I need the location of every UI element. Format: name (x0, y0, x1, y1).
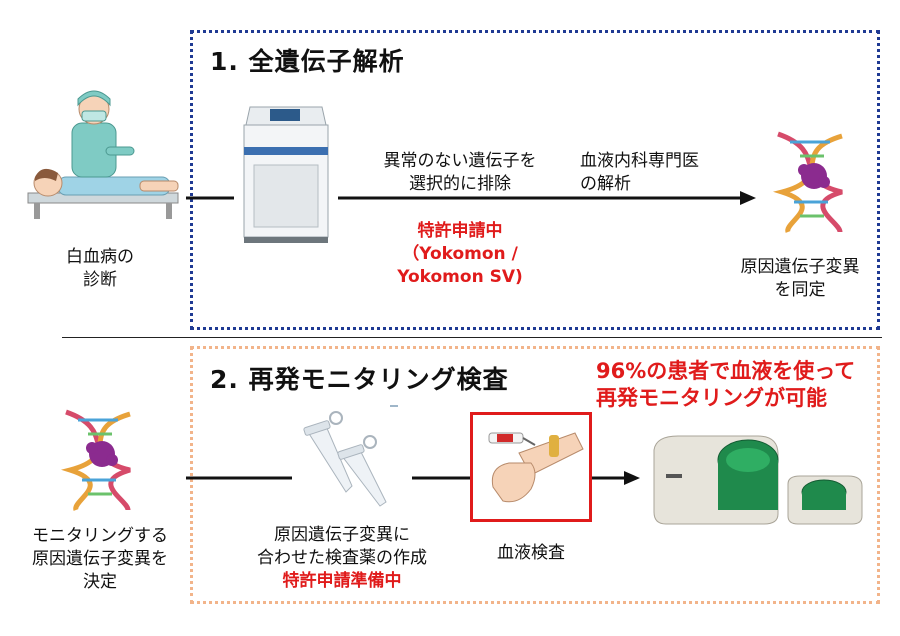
diagnosis-label-line2: 診断 (83, 270, 117, 290)
patent-pending-line1: 特許申請中 (417, 221, 503, 241)
decide-label-line3: 決定 (83, 572, 117, 592)
filter-label: 異常のない遺伝子を 選択的に排除 (360, 150, 560, 196)
blood-draw-icon (488, 432, 584, 503)
decide-label: モニタリングする 原因遺伝子変異を 決定 (12, 525, 188, 594)
patent-pending-line2: （Yokomon / (402, 244, 518, 264)
filter-label-line1: 異常のない遺伝子を (383, 151, 537, 171)
result-label: 原因遺伝子変異 を同定 (715, 256, 885, 302)
section1-frame (190, 30, 880, 330)
pcr-tube-icon (303, 405, 398, 507)
highlight-line1: 96%の患者で血液を使って (596, 359, 856, 383)
highlight-line2: 再発モニタリングが可能 (596, 386, 827, 410)
section2-title: 2. 再発モニタリング検査 (210, 365, 509, 394)
reagent-label-line2: 合わせた検査薬の作成 (257, 548, 427, 568)
decide-label-line2: 原因遺伝子変異を (32, 549, 168, 569)
blood-test-frame (470, 412, 592, 522)
expert-label-line2: の解析 (580, 174, 631, 194)
highlight-text: 96%の患者で血液を使って 再発モニタリングが可能 (596, 358, 855, 412)
result-label-line2: を同定 (774, 280, 826, 300)
patent-pending-label: 特許申請中 （Yokomon / Yokomon SV) (385, 220, 535, 289)
diagnosis-label: 白血病の 診断 (40, 246, 160, 292)
sequencer-machine-icon (243, 106, 329, 243)
section1-title: 1. 全遺伝子解析 (210, 47, 405, 76)
expert-label: 血液内科専門医 の解析 (580, 150, 699, 196)
result-label-line1: 原因遺伝子変異 (740, 257, 860, 277)
dna-helix-icon (61, 409, 140, 511)
reagent-label: 原因遺伝子変異に 合わせた検査薬の作成 特許申請準備中 (232, 524, 452, 593)
section2-frame (190, 346, 880, 604)
reagent-label-line1: 原因遺伝子変異に (274, 525, 410, 545)
dna-helix-icon (773, 131, 852, 233)
diagnosis-label-line1: 白血病の (66, 247, 134, 267)
expert-label-line1: 血液内科専門医 (580, 151, 699, 171)
digital-pcr-machine-icon (653, 435, 863, 525)
reagent-patent-label: 特許申請準備中 (282, 571, 402, 591)
patent-pending-line3: Yokomon SV) (397, 267, 523, 287)
decide-label-line1: モニタリングする (32, 526, 168, 546)
section-divider (62, 337, 882, 338)
blood-test-label: 血液検査 (497, 543, 565, 563)
filter-label-line2: 選択的に排除 (409, 174, 511, 194)
patient-doctor-illustration (27, 90, 179, 219)
